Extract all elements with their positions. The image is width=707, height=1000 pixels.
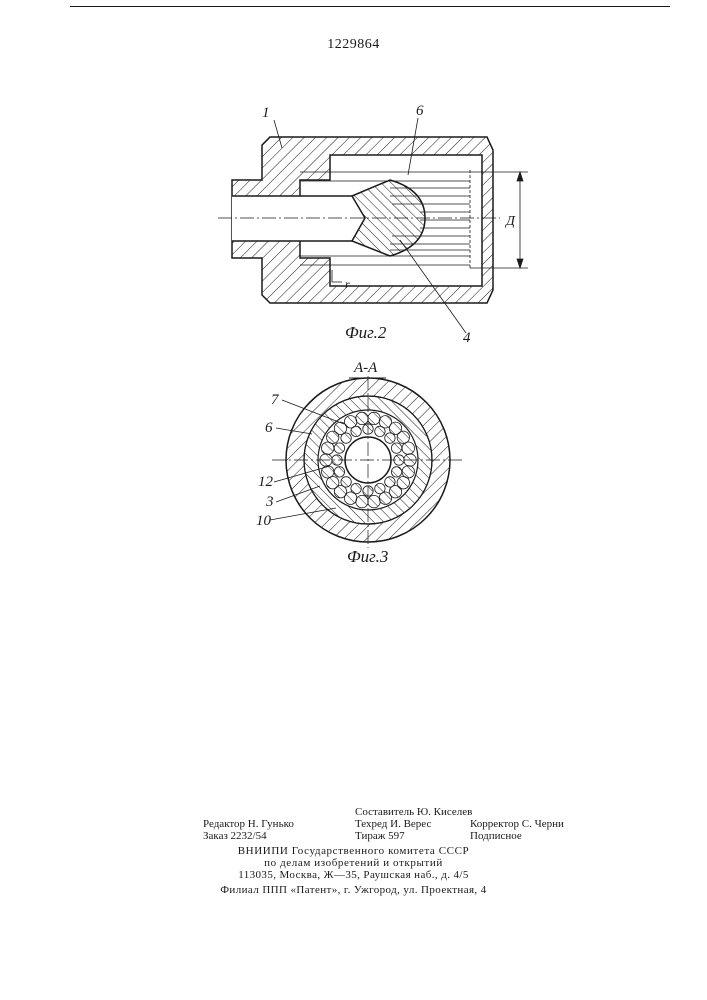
label-part-12: 12	[258, 474, 274, 490]
fiber-circle	[351, 483, 361, 493]
fiber-circle	[334, 443, 344, 453]
subscription-line: Подписное	[470, 830, 522, 842]
label-dim-r: r	[345, 277, 350, 291]
label-part-10: 10	[256, 513, 272, 529]
fiber-circle	[341, 433, 351, 443]
label-part-1: 1	[262, 105, 270, 121]
fiber-circle	[385, 433, 395, 443]
fiber-circle	[368, 495, 380, 507]
shaft-bore	[232, 196, 352, 241]
fiber-circle	[351, 426, 361, 436]
fiber-circle	[391, 443, 401, 453]
branch-line: Филиал ППП «Патент», г. Ужгород, ул. Про…	[0, 884, 707, 897]
fiber-circle	[341, 477, 351, 487]
label-part-3: 3	[265, 494, 274, 510]
fiber-circle	[356, 495, 368, 507]
order-line: Заказ 2232/54	[203, 830, 267, 842]
fiber-circle	[402, 442, 414, 454]
label-dim-D: Д	[504, 214, 516, 229]
fiber-circle	[385, 477, 395, 487]
institute-line-1: ВНИИПИ Государственного комитета СССР	[0, 845, 707, 858]
figure-2: 1 6 4 Д r Фиг.2	[218, 103, 528, 346]
fiber-circle	[334, 467, 344, 477]
techred-line: Техред И. Верес	[355, 818, 431, 830]
label-part-6: 6	[416, 103, 424, 119]
fiber-circle	[375, 483, 385, 493]
section-label: А-А	[353, 360, 378, 376]
figure-2-caption: Фиг.2	[345, 323, 387, 342]
label-part-6-fig3: 6	[265, 420, 273, 436]
fiber-circle	[368, 412, 380, 424]
label-part-4: 4	[463, 330, 471, 346]
institute-line-3: 113035, Москва, Ж—35, Раушская наб., д. …	[0, 869, 707, 882]
composer-line: Составитель Ю. Киселев	[355, 806, 472, 818]
corrector-line: Корректор С. Черни	[470, 818, 564, 830]
editor-line: Редактор Н. Гунько	[203, 818, 294, 830]
figure-3: А-А 7 6 12 3 10 Фиг.3	[256, 360, 464, 566]
label-part-7: 7	[271, 392, 280, 408]
figure-3-caption: Фиг.3	[347, 547, 388, 566]
circulation-line: Тираж 597	[355, 830, 405, 842]
fiber-circle	[322, 466, 334, 478]
fiber-circle	[356, 412, 368, 424]
institute-line-2: по делам изобретений и открытий	[0, 857, 707, 870]
fiber-circle	[375, 426, 385, 436]
fiber-circle	[391, 467, 401, 477]
